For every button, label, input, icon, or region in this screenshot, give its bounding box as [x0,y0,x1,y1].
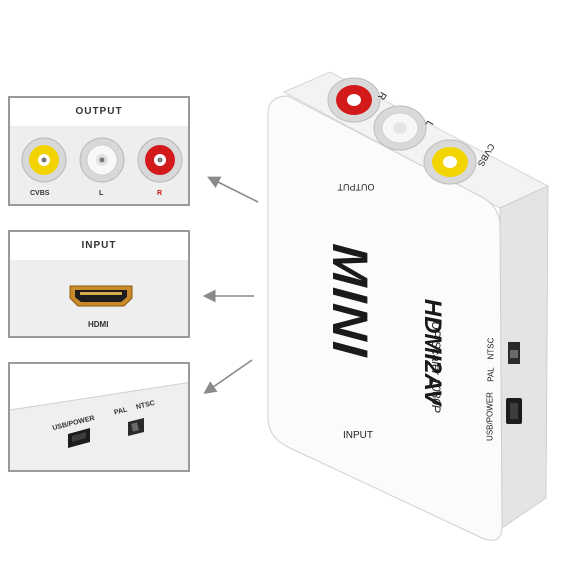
hdmi-port-illustration [10,260,188,336]
arrow-output-icon [207,176,259,203]
hdmi-port-icon [69,285,133,307]
arrow-power-icon [203,359,253,394]
device-side-ntsc-label: NTSC [486,337,496,360]
output-cvbs-label: CVBS [30,190,50,197]
output-panel-title: OUTPUT [75,106,123,117]
output-l-label: L [99,190,104,197]
input-detail-panel: INPUT HDMI [8,230,190,338]
device-brand-text: MINI [322,242,378,360]
usb-port-icon [68,428,90,448]
output-r-label: R [157,190,163,197]
device-subtitle-text: UP Scaler 1080P [429,321,443,413]
output-panel-header: OUTPUT [10,98,188,127]
device-yellow-jack-icon [423,139,477,185]
device-input-label: INPUT [343,430,373,441]
device-usb-port-icon [506,398,522,424]
cvbs-jack-icon [21,137,67,183]
input-panel-title: INPUT [81,240,117,251]
hdmi-label: HDMI [88,320,109,329]
power-switch-illustration [10,364,188,470]
power-detail-panel: USB/POWER PAL NTSC [8,362,190,472]
device-switch-icon [508,342,520,364]
device-side-pal-label: PAL [486,367,496,382]
output-jacks-illustration [10,126,188,204]
left-jack-icon [79,137,125,183]
right-jack-icon [137,137,183,183]
output-detail-panel: OUTPUT CVBS L R [8,96,190,206]
device-output-label: OUTPUT [337,182,375,192]
device-red-jack-icon [327,77,381,123]
device-white-jack-icon [373,105,427,151]
pal-ntsc-switch-icon [128,418,144,436]
